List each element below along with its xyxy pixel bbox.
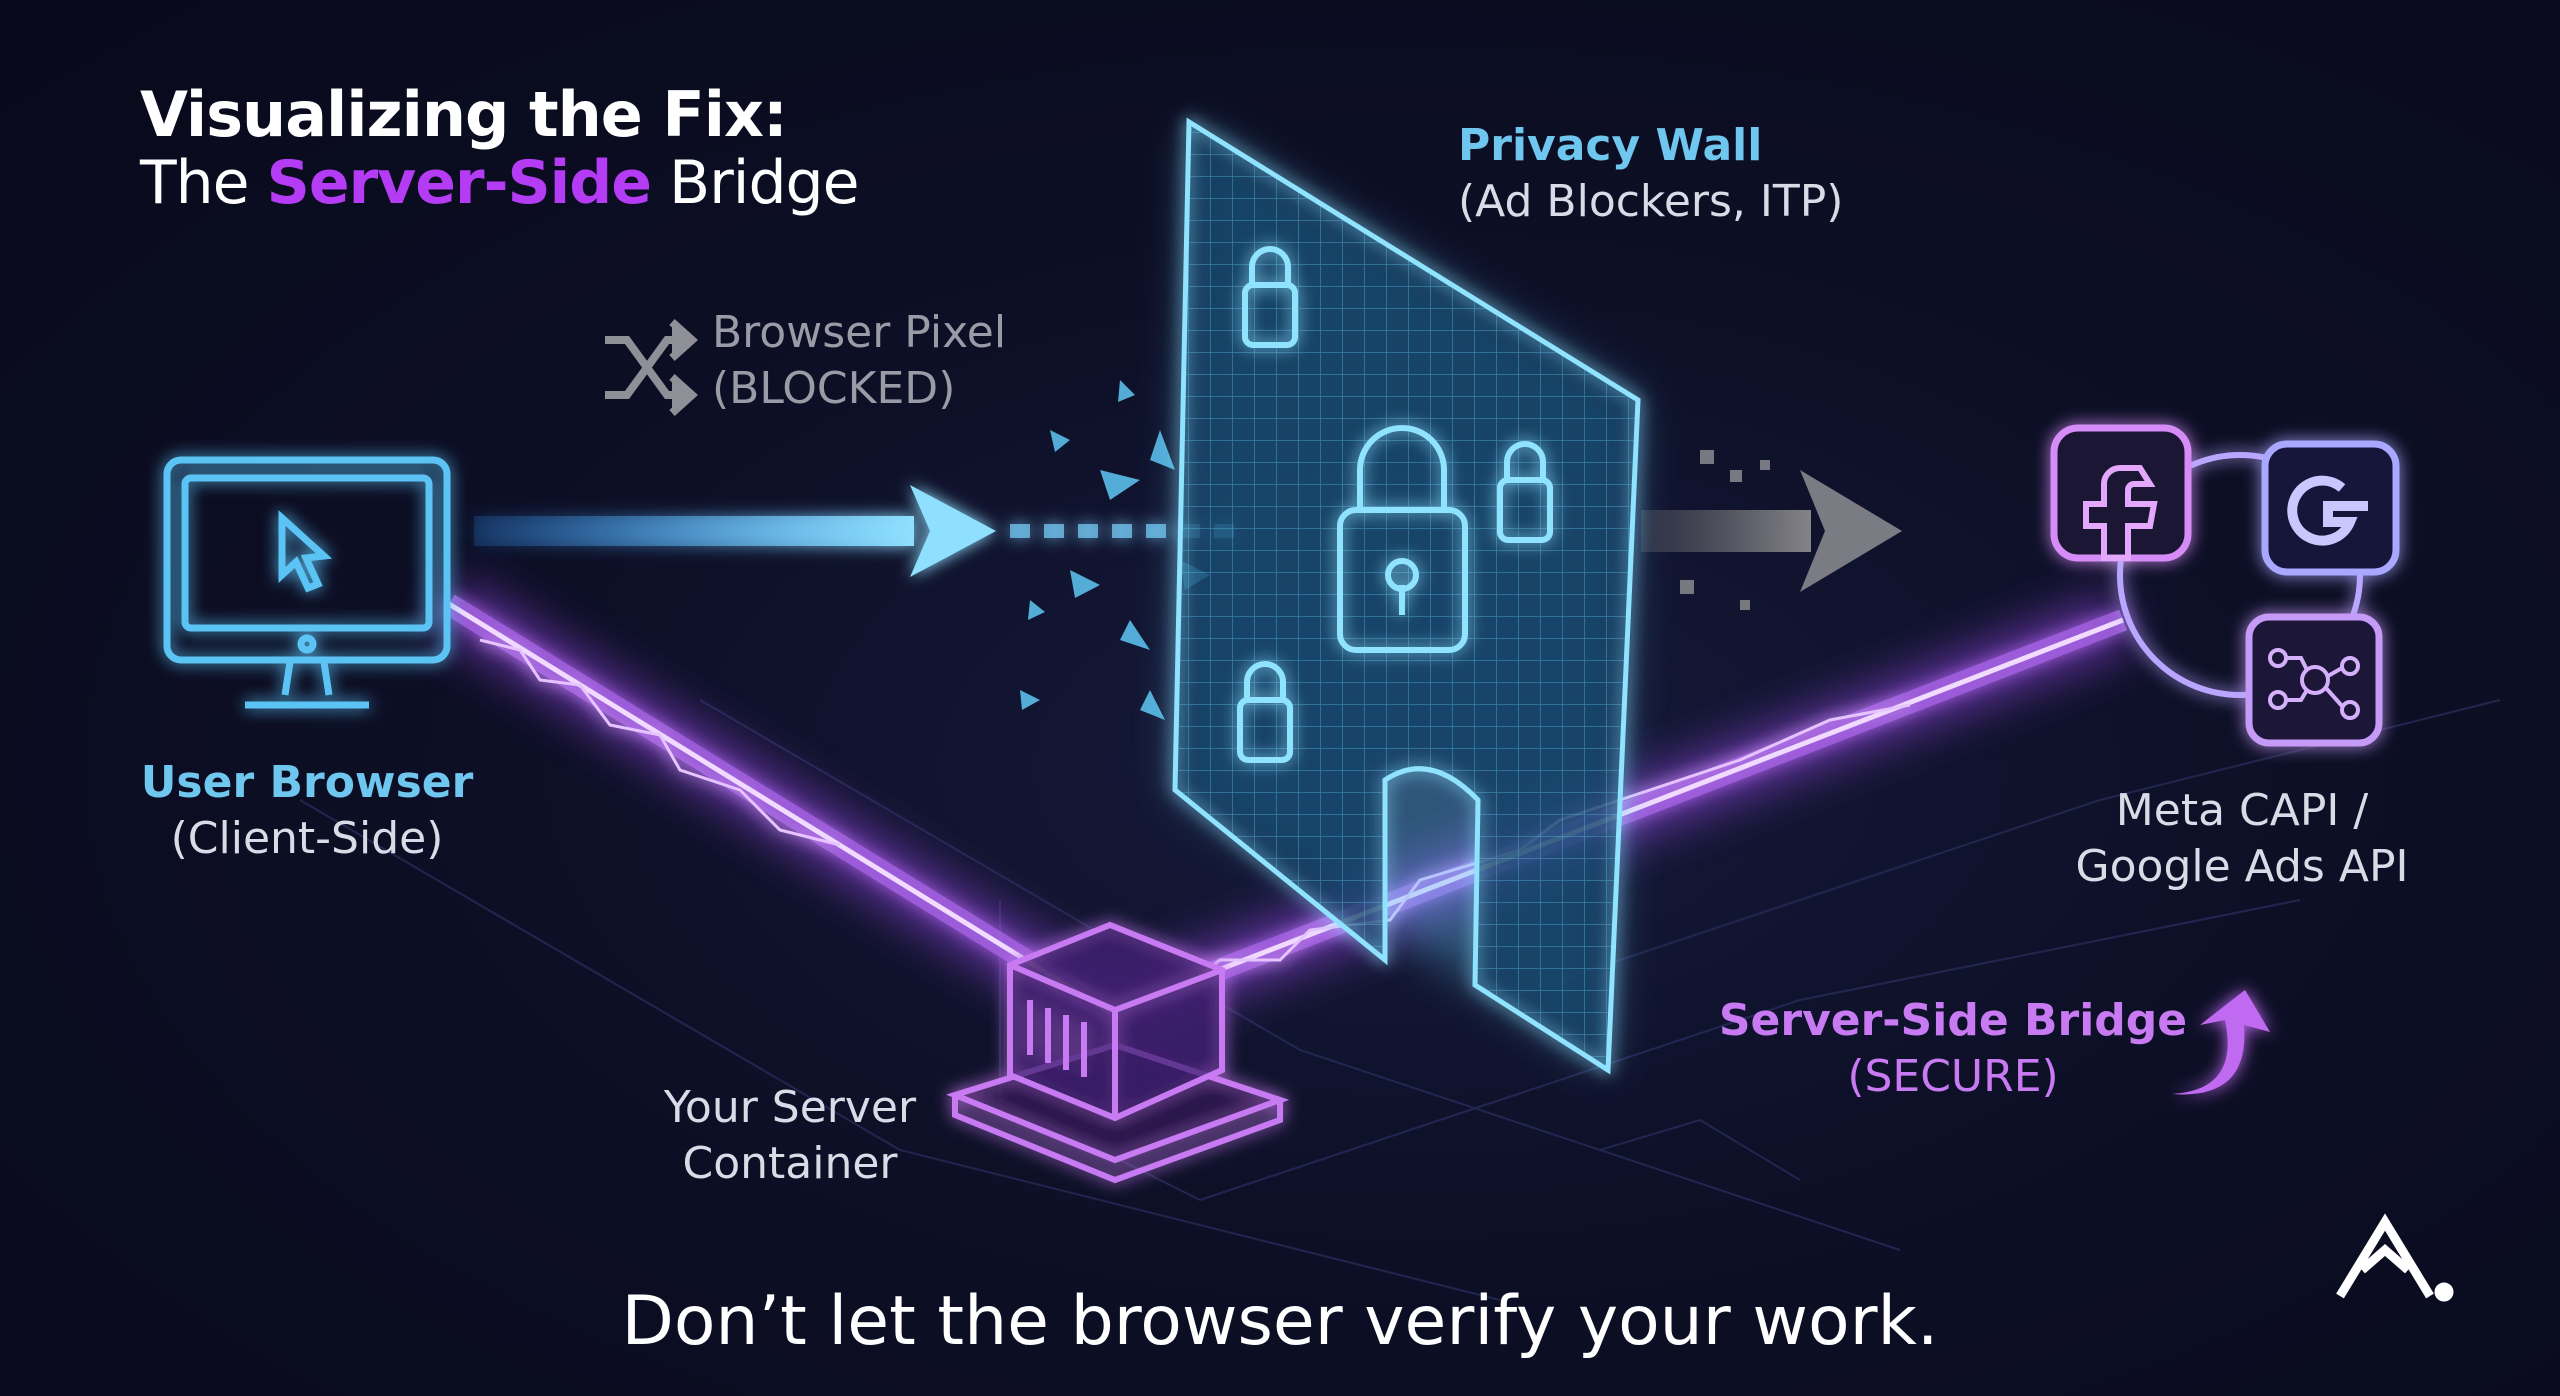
user-browser-title: User Browser: [140, 757, 474, 808]
apis-line2: Google Ads API: [2075, 841, 2409, 892]
google-icon: [2261, 440, 2400, 576]
lock-icon: [1237, 246, 1553, 763]
title-prefix: The: [140, 148, 267, 218]
privacy-wall: [1172, 117, 1641, 1075]
shuffle-blocked-icon: [605, 319, 698, 416]
facebook-icon: [2050, 424, 2192, 562]
network-nodes-icon: [2245, 613, 2383, 747]
title-suffix: Bridge: [650, 148, 860, 218]
browser-pixel-arrow: [474, 485, 1240, 577]
privacy-wall-label: Privacy Wall (Ad Blockers, ITP): [1458, 118, 1843, 230]
blocked-arrow: [1641, 450, 1902, 610]
bridge-title: Server-Side Bridge: [1718, 995, 2188, 1046]
api-icons: [2050, 424, 2400, 747]
browser-pixel-title: Browser Pixel: [712, 307, 1007, 358]
browser-pixel-status: (BLOCKED): [712, 363, 956, 414]
server-container-line2: Container: [682, 1138, 898, 1189]
brand-logo: [2336, 1213, 2454, 1302]
curved-arrow-icon: [2172, 990, 2270, 1095]
privacy-wall-subtitle: (Ad Blockers, ITP): [1458, 176, 1844, 227]
browser-pixel-label: Browser Pixel (BLOCKED): [712, 305, 1006, 417]
title-line2: The Server-Side Bridge: [140, 148, 860, 218]
server-container-line1: Your Server: [663, 1082, 917, 1133]
server-container-label: Your Server Container: [590, 1080, 990, 1192]
tagline: Don’t let the browser verify your work.: [621, 1282, 1939, 1361]
title-accent: Server-Side: [266, 148, 652, 218]
apis-line1: Meta CAPI /: [2115, 785, 2369, 836]
privacy-wall-title: Privacy Wall: [1458, 120, 1763, 171]
title-line1: Visualizing the Fix:: [140, 78, 788, 151]
user-browser-subtitle: (Client-Side): [170, 813, 444, 864]
bridge-status: (SECURE): [1847, 1051, 2059, 1102]
server-box-icon: [946, 921, 1290, 1184]
bridge-label: Server-Side Bridge (SECURE): [1713, 993, 2193, 1105]
user-browser-label: User Browser (Client-Side): [107, 755, 507, 867]
monitor-cursor-icon: [163, 456, 451, 709]
apis-label: Meta CAPI / Google Ads API: [2012, 783, 2472, 895]
